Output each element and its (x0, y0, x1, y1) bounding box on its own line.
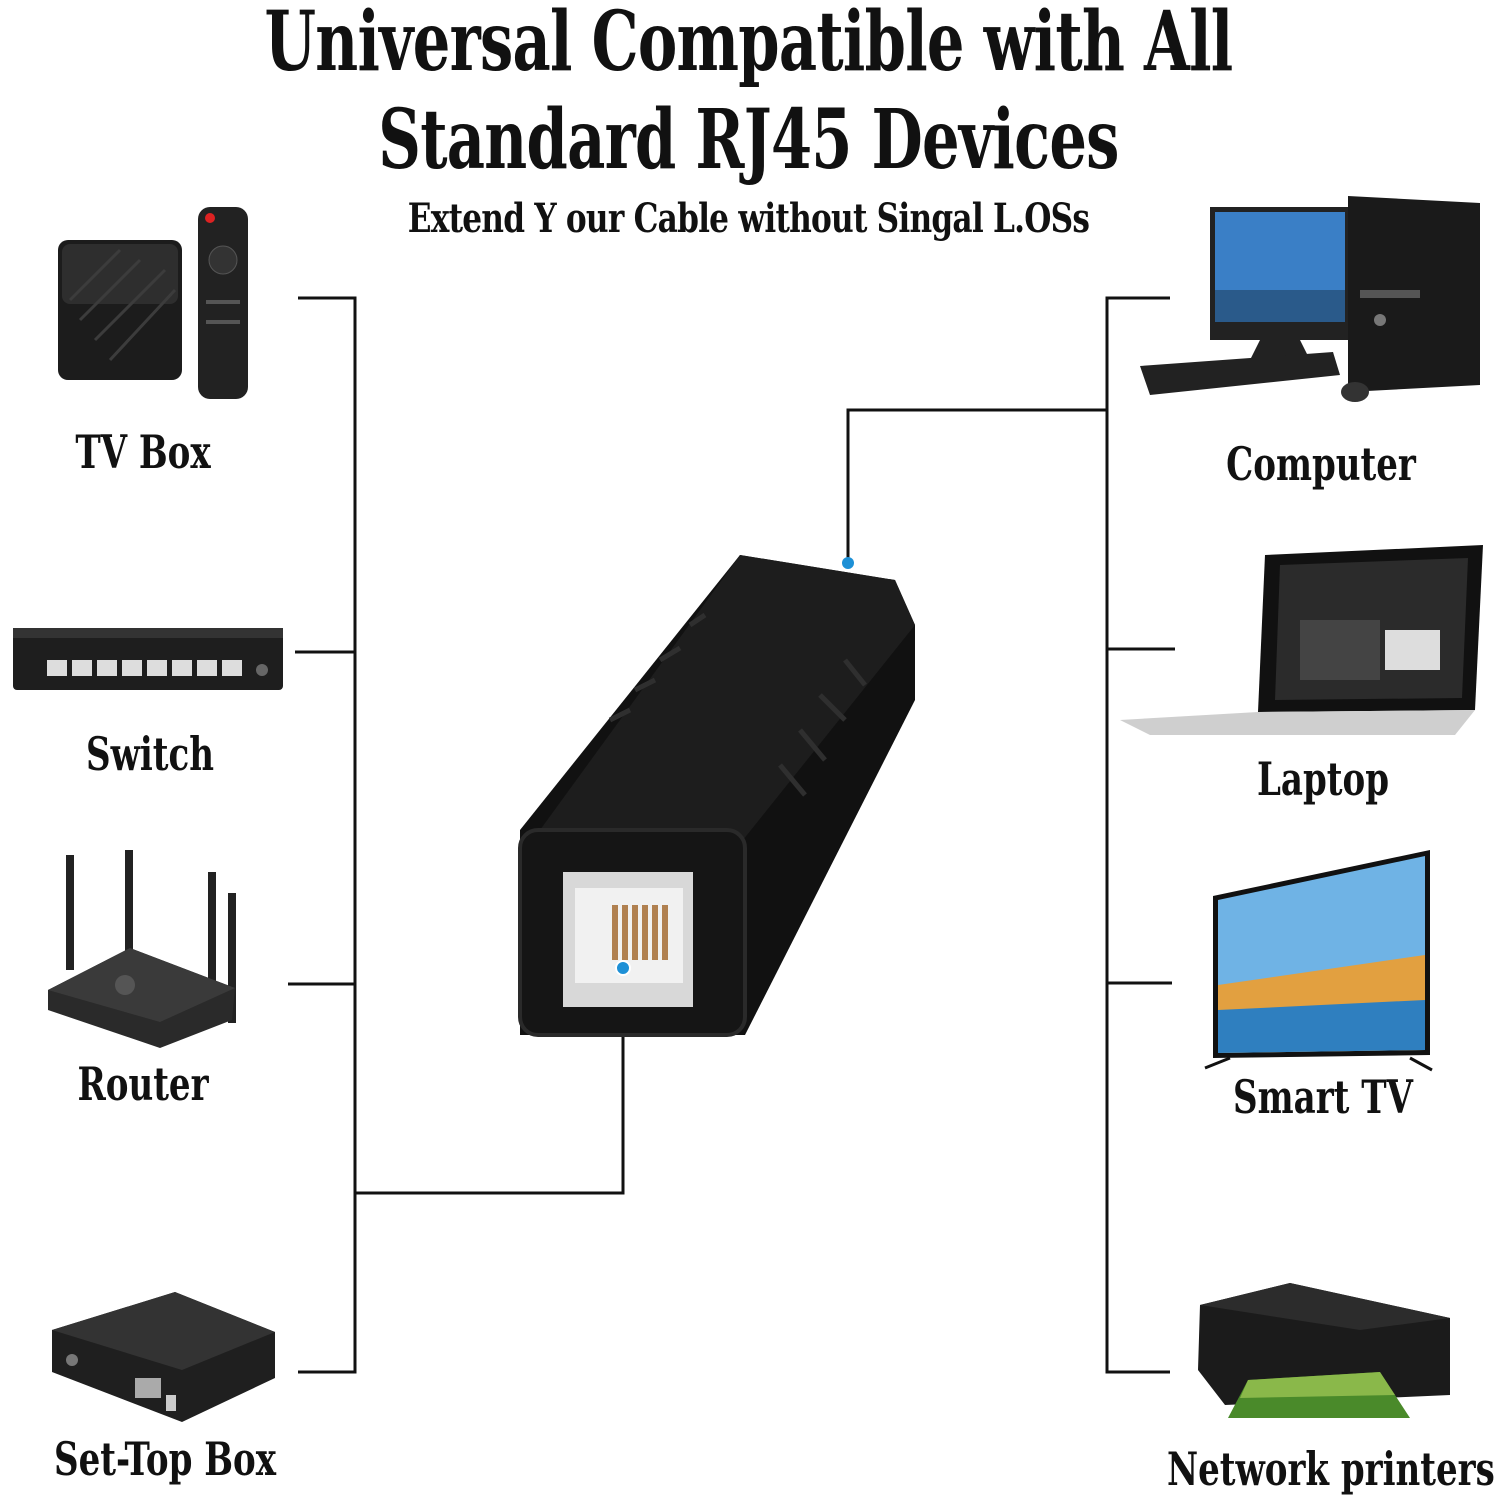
right-to-coupler (846, 408, 1107, 563)
label-computer: Computer (1226, 437, 1416, 491)
subtitle: Extend Y our Cable without Singal L.OSs (407, 195, 1090, 242)
printer-icon (1198, 1283, 1450, 1418)
connection-dot-top (842, 557, 854, 569)
tv-box-icon (58, 207, 248, 399)
label-laptop: Laptop (1256, 752, 1390, 806)
desktop-computer-icon (1140, 196, 1480, 402)
router-icon (48, 850, 236, 1048)
right-bracket (1105, 296, 1170, 1374)
title-line-2: Standard RJ45 Devices (378, 92, 1119, 188)
connection-dot-port (615, 960, 631, 976)
label-set-top-box: Set-Top Box (53, 1432, 277, 1486)
smart-tv-icon (1204, 850, 1433, 1072)
label-switch: Switch (85, 727, 215, 781)
label-router: Router (77, 1057, 209, 1111)
label-network-printers: Network printers (1167, 1442, 1495, 1496)
label-smart-tv: Smart TV (1233, 1070, 1413, 1124)
left-bracket (298, 296, 357, 1374)
laptop-icon (1120, 545, 1483, 735)
set-top-box-icon (52, 1292, 275, 1422)
network-switch-icon (13, 628, 283, 690)
title-line-1: Universal Compatible with All (264, 0, 1234, 90)
rj45-coupler-icon (518, 555, 915, 1037)
connector-lines (288, 296, 1175, 1374)
label-tv-box: TV Box (75, 425, 211, 479)
left-to-coupler (355, 972, 625, 1195)
